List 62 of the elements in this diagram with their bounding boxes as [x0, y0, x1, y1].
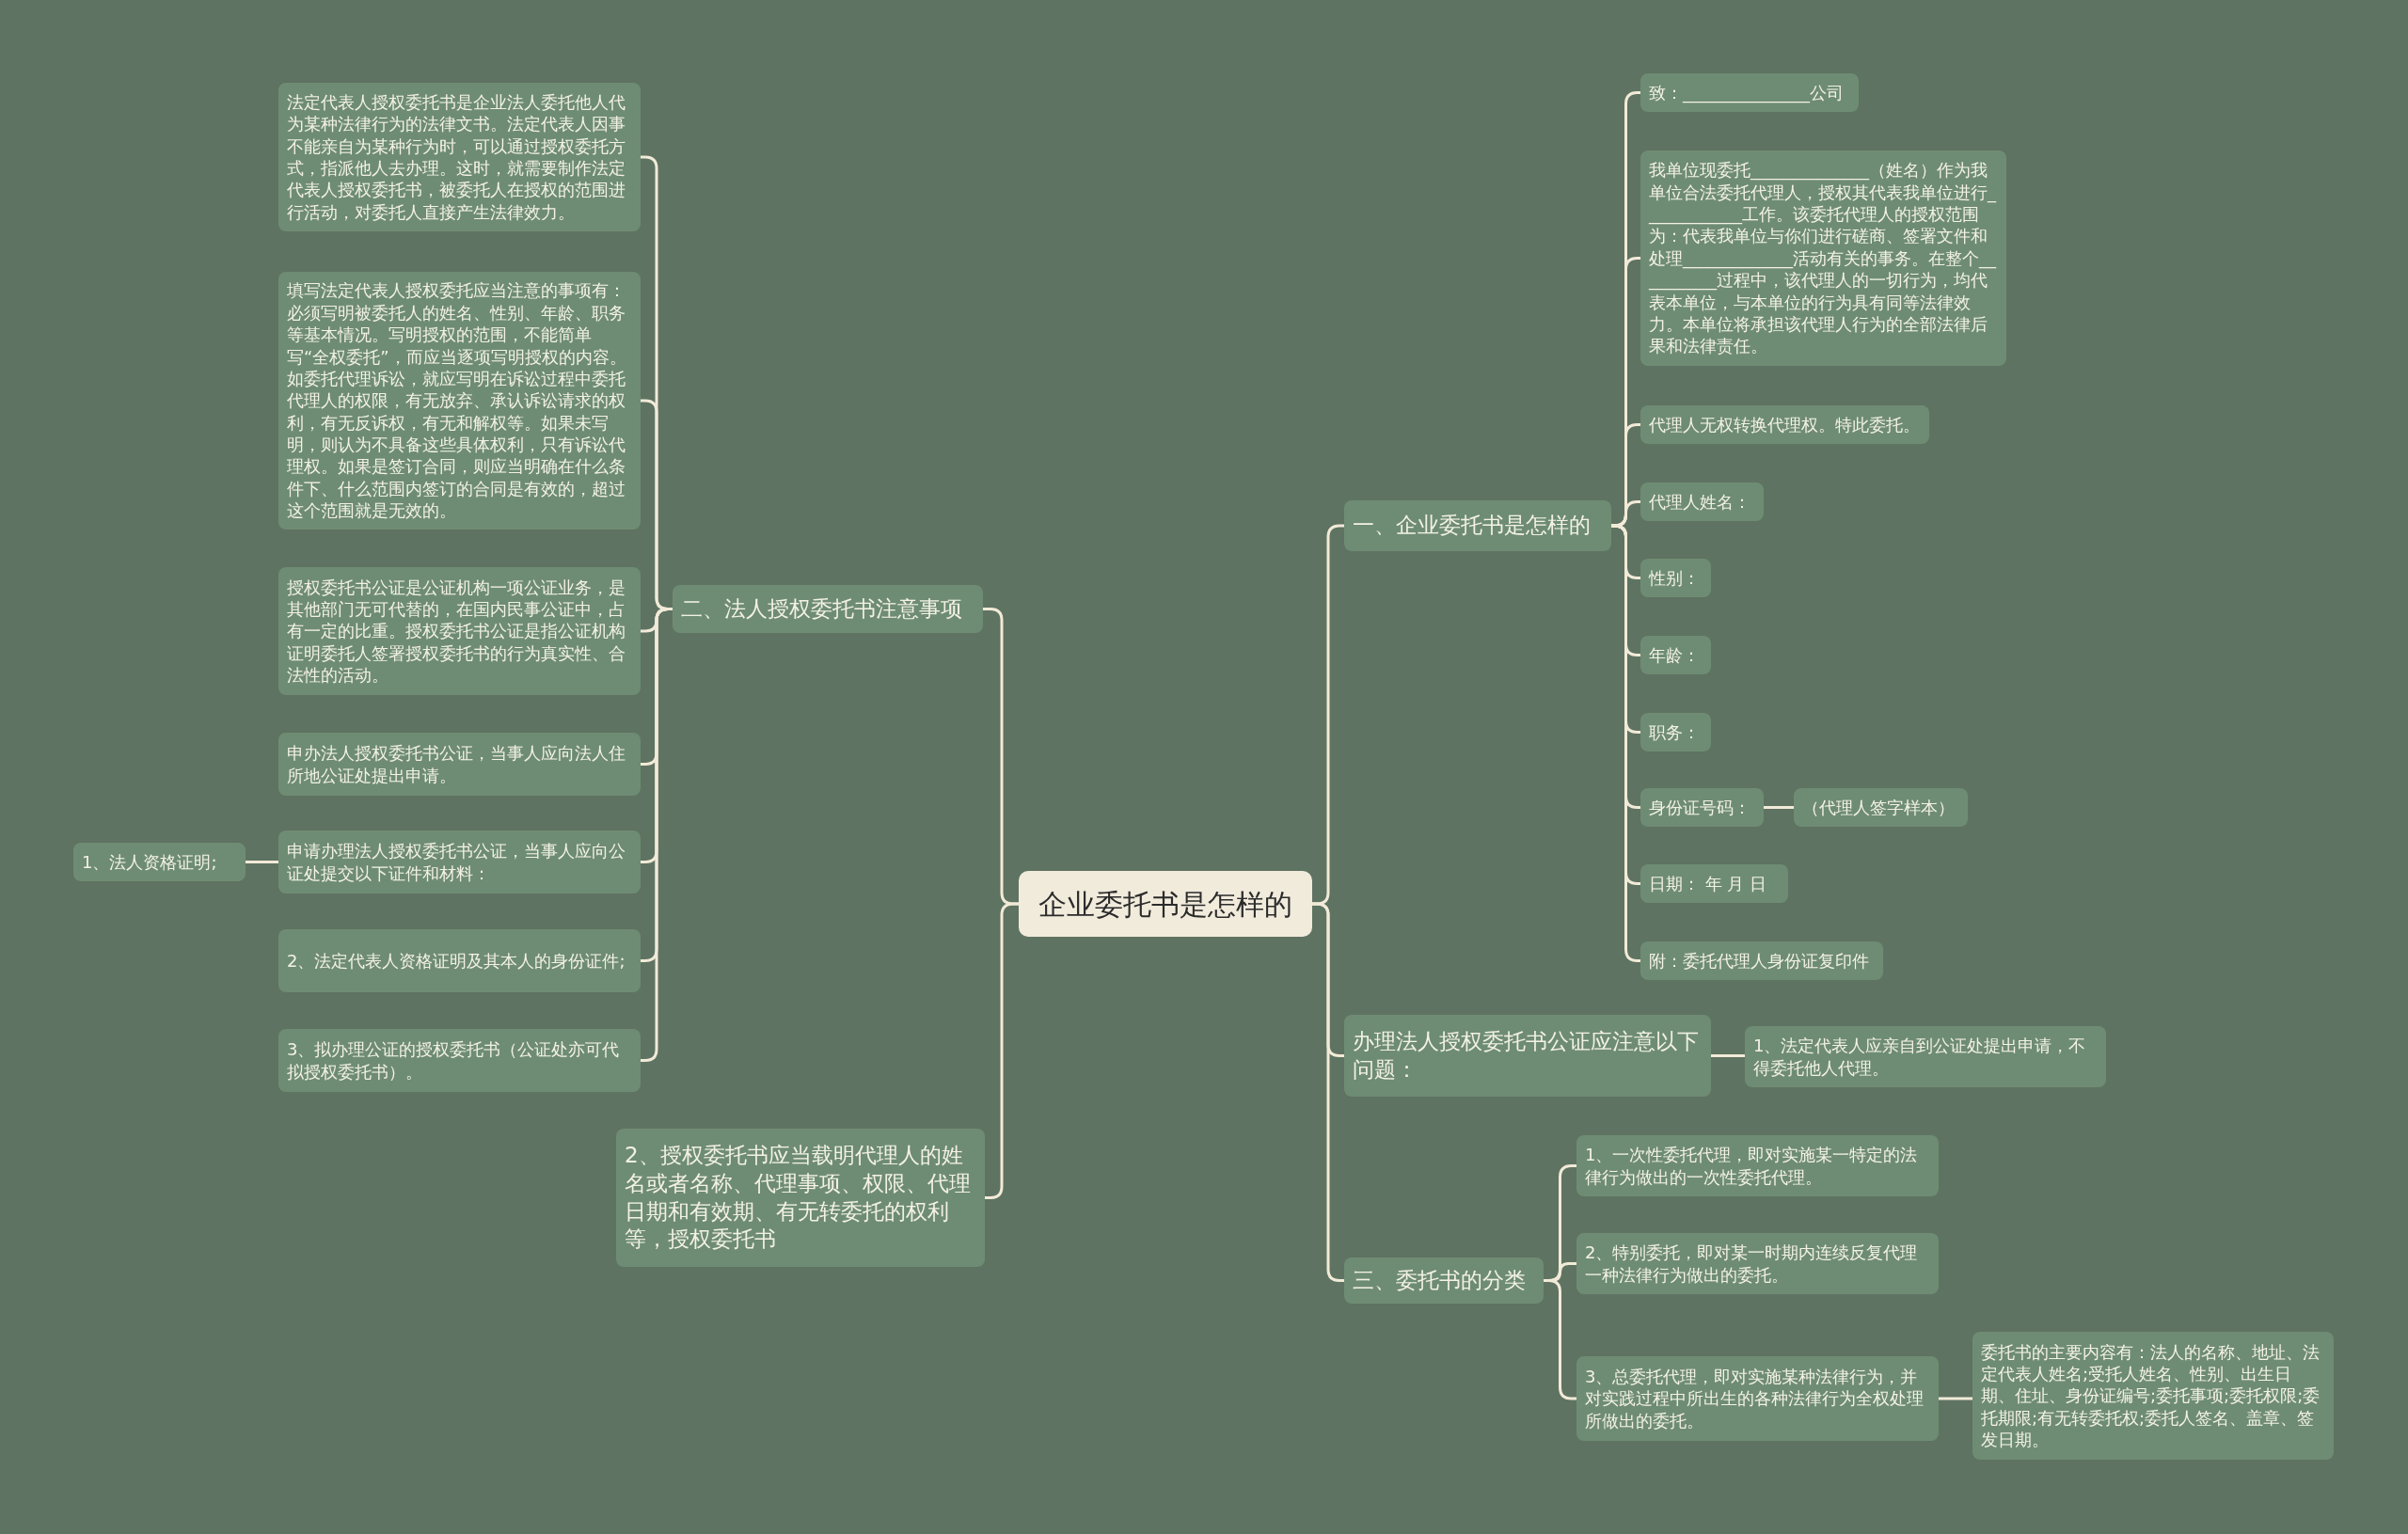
- topic-box: [278, 83, 641, 231]
- topic-box: [1640, 788, 1764, 827]
- topic-text: （代理人签字样本）: [1802, 796, 1955, 819]
- connector-line: [246, 861, 278, 863]
- topic-box: [1576, 1135, 1939, 1196]
- topic-text: 1、法定代表人应亲自到公证处提出申请，不得委托他人代理。: [1753, 1035, 2087, 1079]
- topic-text: 一、企业委托书是怎样的: [1353, 512, 1591, 540]
- topic-text: 法定代表人授权委托书是企业法人委托他人代为某种法律行为的法律文书。法定代表人因事不能亲自为某种行为时，可以通过授权委托方式，指派他人去办理。这时，就需要制作法定代表人授权委托书，被委托人在授权的范围进行活动，对委托人直接产生法律效力。: [287, 90, 626, 224]
- topic-text: 附：委托代理人身份证复印件: [1649, 949, 1869, 973]
- topic-text: 2、特别委托，即对某一时期内连续反复代理一种法律行为做出的委托。: [1585, 1241, 1919, 1286]
- topic-text: 3、拟办理公证的授权委托书（公证处亦可代拟授权委托书）。: [287, 1038, 621, 1083]
- topic-box: [1576, 1356, 1939, 1441]
- topic-text: 年龄：: [1649, 643, 1700, 667]
- topic-text: 办理法人授权委托书公证应注意以下问题：: [1353, 1027, 1700, 1083]
- topic-text: 代理人无权转换代理权。特此委托。: [1649, 413, 1920, 436]
- topic-text: 企业委托书是怎样的: [1038, 886, 1292, 923]
- topic-box: [1640, 482, 1764, 521]
- topic-box: [1344, 500, 1611, 551]
- topic-text: 二、法人授权委托书注意事项: [681, 594, 962, 623]
- topic-box: [278, 567, 641, 695]
- topic-text: 3、总委托代理，即对实施某种法律行为，并对实践过程中所出生的各种法律行为全权处理所做出的委托。: [1585, 1365, 1925, 1432]
- topic-box: [1576, 1233, 1939, 1294]
- topic-box: [1972, 1332, 2334, 1460]
- topic-box: [1640, 559, 1711, 597]
- topic-text: 填写法定代表人授权委托应当注意的事项有：必须写明被委托人的姓名、性别、年龄、职务等基本情况。写明授权的范围，不能简单写“全权委托”，而应当逐项写明授权的内容。如委托代理诉讼，就应写明在诉讼过程中委托代理人的权限，有无放弃、承认诉讼请求的权利，有无反诉权，有无和解权等。如果未写明，则认为不具备这些具体权利，只有诉讼代理权。如果是签订合同，则应当明确在什么条件下、什么范围内签订的合同是有效的，超过这个范围就是无效的。: [287, 279, 627, 522]
- topic-text: 身份证号码：: [1649, 796, 1751, 819]
- topic-box: [278, 733, 641, 796]
- topic-text: 致：_______________公司: [1649, 81, 1844, 104]
- topic-box: [1640, 941, 1883, 980]
- topic-box: [1640, 405, 1929, 444]
- topic-box: [1640, 713, 1711, 751]
- central-topic-box: [1019, 871, 1312, 937]
- topic-text: 申办法人授权委托书公证，当事人应向法人住所地公证处提出申请。: [287, 742, 626, 786]
- topic-box: [673, 585, 983, 633]
- topic-box: [278, 830, 641, 894]
- topic-text: 1、法人资格证明;: [82, 850, 217, 874]
- topic-text: 2、法定代表人资格证明及其本人的身份证件;: [287, 949, 626, 973]
- topic-box: [1640, 73, 1859, 112]
- topic-box: [278, 929, 641, 992]
- topic-text: 申请办理法人授权委托书公证，当事人应向公证处提交以下证件和材料：: [287, 840, 626, 884]
- topic-box: [73, 843, 246, 881]
- topic-text: 1、一次性委托代理，即对实施某一特定的法律行为做出的一次性委托代理。: [1585, 1144, 1919, 1188]
- topic-box: [1344, 1015, 1711, 1097]
- topic-text: 代理人姓名：: [1649, 490, 1751, 514]
- topic-box: [616, 1129, 985, 1267]
- connector-line: [1711, 1054, 1745, 1057]
- topic-text: 职务：: [1649, 720, 1700, 744]
- connector-line: [1939, 1397, 1972, 1400]
- topic-text: 委托书的主要内容有：法人的名称、地址、法定代表人姓名;受托人姓名、性别、出生日期、住址、身份证编号;委托事项;委托权限;委托期限;有无转委托权;委托人签名、盖章、签发日期。: [1981, 1340, 2321, 1451]
- topic-box: [1745, 1026, 2106, 1087]
- topic-text: 日期： 年 月 日: [1649, 872, 1767, 895]
- topic-box: [1640, 864, 1788, 903]
- topic-box: [1794, 788, 1968, 827]
- topic-box: [1344, 1257, 1544, 1304]
- topic-text: 三、委托书的分类: [1353, 1266, 1526, 1294]
- topic-text: 我单位现委托______________（姓名）作为我单位合法委托代理人，授权其代表我单位进行____________工作。该委托代理人的授权范围为：代表我单位与你们进行磋商、签署文件和处理_____________活动有关的事务。在整个__________过程中，该代理人的一切行为，均代表本单位，与本单位的行为具有同等法律效力。本单位将承担该代理人行为的全部法律后果和法律责任。: [1649, 159, 1998, 357]
- connector-line: [1764, 806, 1794, 809]
- topic-text: 性别：: [1649, 566, 1700, 590]
- topic-text: 授权委托书公证是公证机构一项公证业务，是其他部门无可代替的，在国内民事公证中，占有一定的比重。授权委托书公证是指公证机构证明委托人签署授权委托书的行为真实性、合法性的活动。: [287, 576, 626, 687]
- topic-text: 2、授权委托书应当载明代理人的姓名或者名称、代理事项、权限、代理日期和有效期、有无转委托的权利等，授权委托书: [625, 1141, 972, 1254]
- topic-box: [1640, 636, 1711, 674]
- topic-box: [278, 1029, 641, 1092]
